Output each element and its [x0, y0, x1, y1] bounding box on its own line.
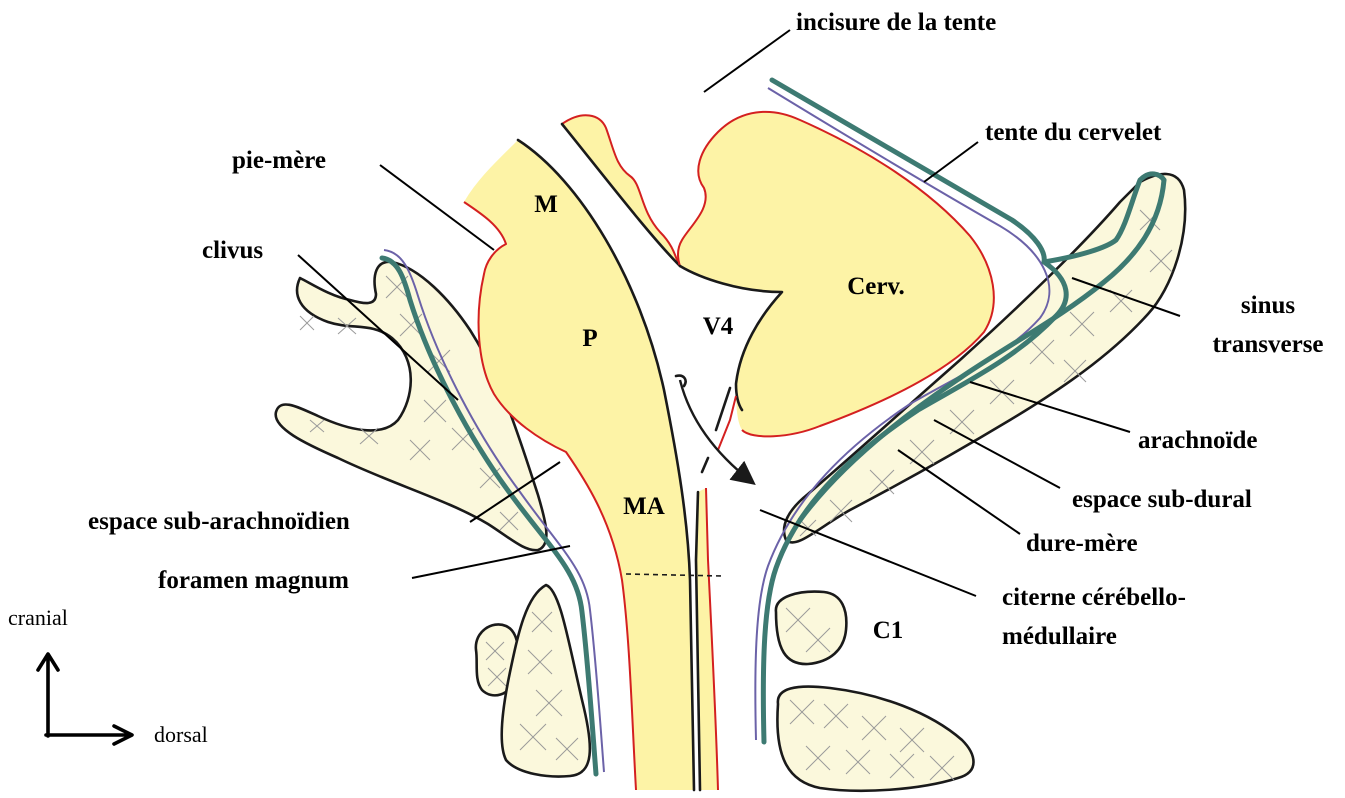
leader-dura-mater [898, 450, 1020, 534]
leader-foramen-magnum [412, 546, 570, 578]
label-atlas-c1: C1 [873, 617, 904, 644]
label-foramen-magnum: foramen magnum [158, 567, 349, 594]
label-tentorial-notch: incisure de la tente [796, 9, 996, 36]
label-pia-mater: pie-mère [232, 147, 326, 174]
dorsal-arrow-icon [46, 726, 132, 744]
label-dorsal: dorsal [154, 722, 208, 747]
label-clivus: clivus [202, 237, 263, 264]
label-transverse-sinus-2: transverse [1212, 331, 1323, 358]
label-cisterna-2: médullaire [1002, 623, 1117, 650]
label-cerebellum: Cerv. [847, 273, 905, 300]
leader-cisterna [760, 510, 976, 596]
leader-tentorium [924, 142, 978, 182]
posterior-medulla-wall [696, 458, 718, 790]
label-pons: P [582, 325, 597, 352]
c2-spinous-bone [777, 687, 973, 791]
label-midbrain: M [534, 191, 558, 218]
orientation-indicator: cranial dorsal [8, 605, 208, 747]
anterior-c1-bone [502, 585, 590, 776]
label-subarachnoid-space: espace sub-arachnoïdien [88, 508, 350, 535]
label-cranial: cranial [8, 605, 68, 630]
label-fourth-ventricle: V4 [703, 313, 734, 340]
label-medulla: MA [623, 493, 665, 520]
label-subdural-space: espace sub-dural [1072, 486, 1252, 513]
label-transverse-sinus-1: sinus [1241, 292, 1295, 319]
c1-posterior-arch [776, 592, 846, 664]
label-cisterna-1: citerne cérébello- [1002, 584, 1186, 611]
label-dura-mater: dure-mère [1026, 530, 1138, 557]
label-arachnoid: arachnoïde [1138, 427, 1257, 454]
label-tentorium: tente du cervelet [985, 119, 1162, 146]
cranial-arrow-icon [38, 654, 58, 736]
